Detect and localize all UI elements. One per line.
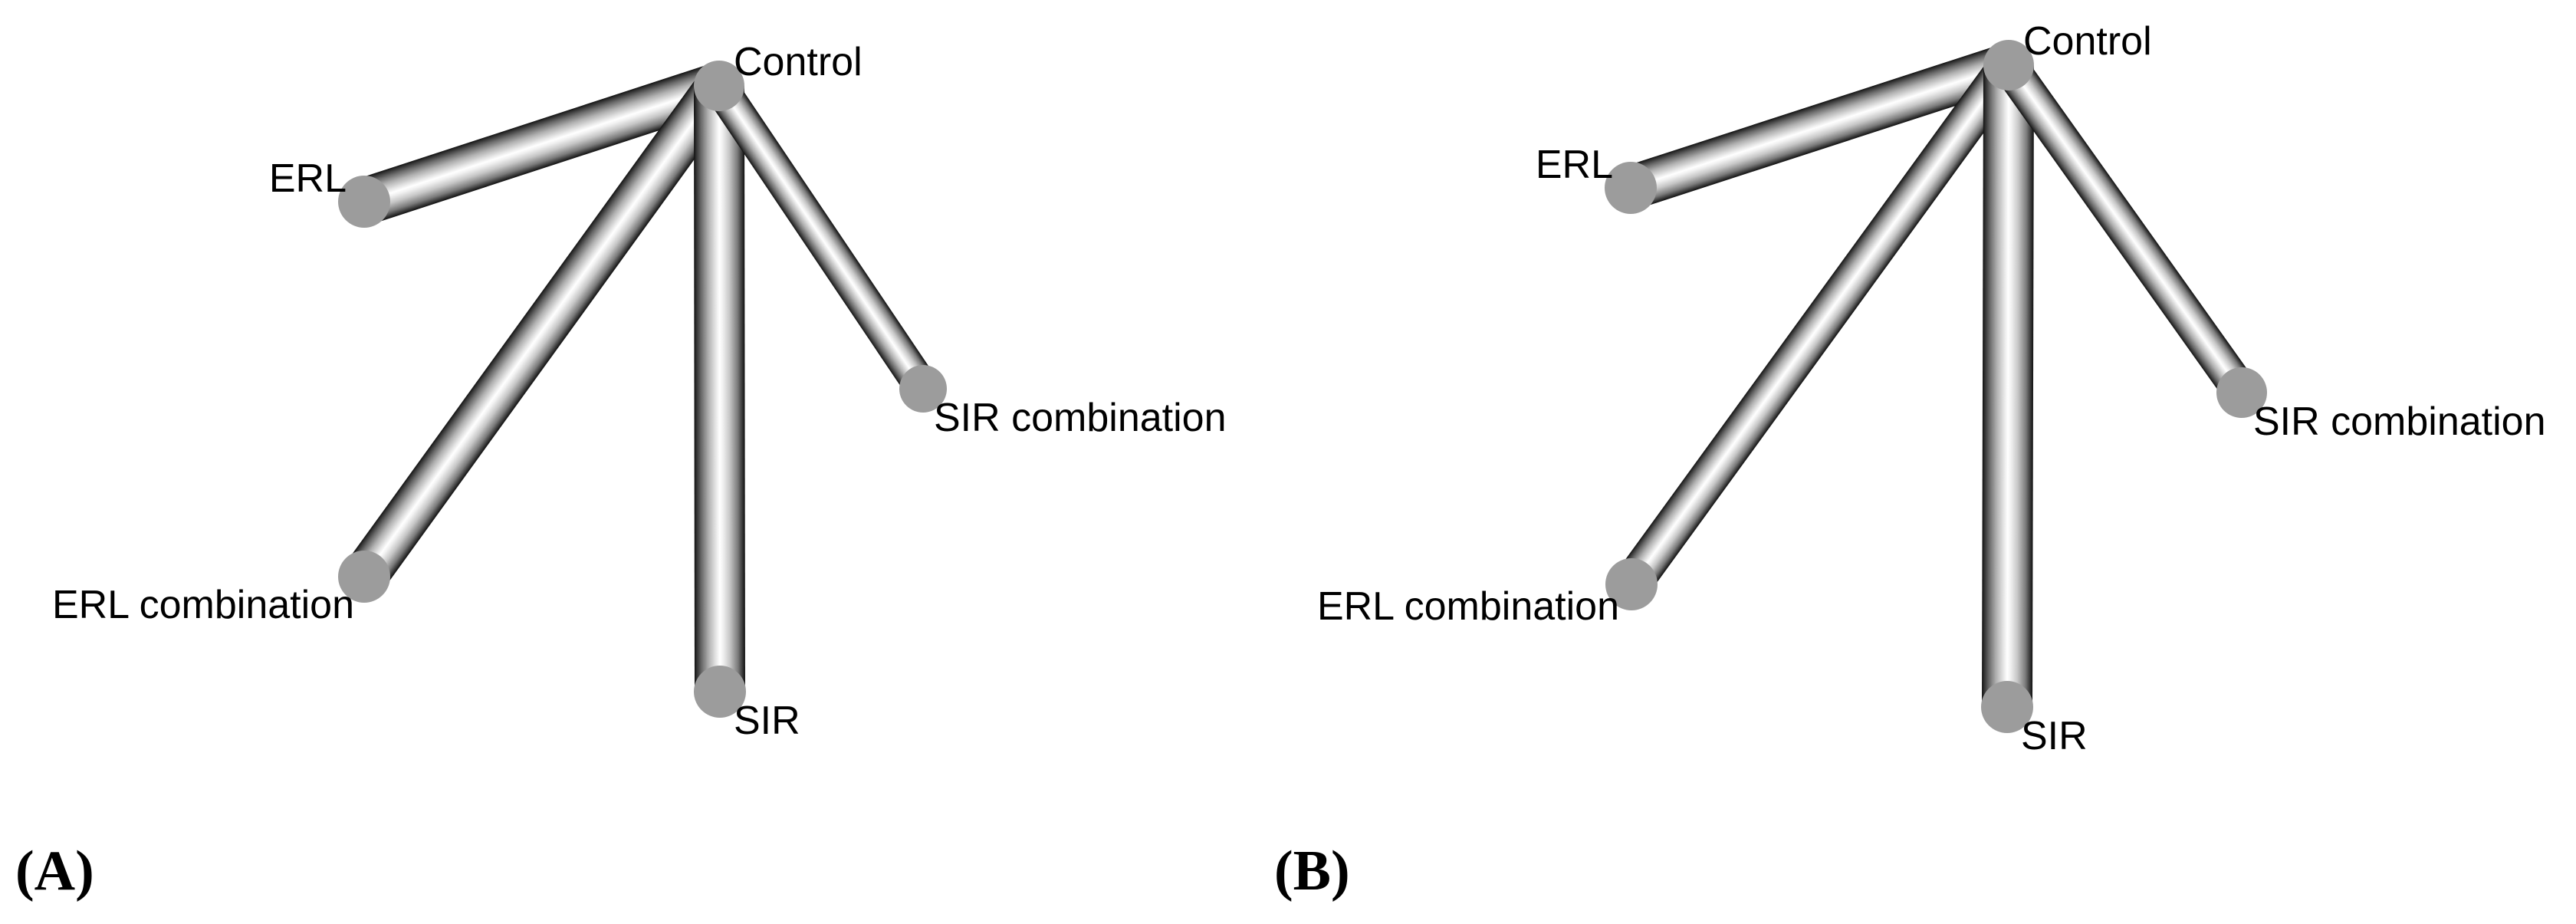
edge-control-sir-combination	[705, 76, 938, 399]
node-sir	[1981, 681, 2033, 733]
node-sir-combination	[899, 365, 947, 413]
node-label-control: Control	[2023, 19, 2152, 64]
node-erl-combination	[338, 551, 390, 603]
node-control	[694, 61, 744, 111]
node-sir	[694, 666, 746, 718]
edge-control-erl	[356, 63, 727, 225]
edge-control-sir	[1982, 64, 2034, 708]
edge-control-erl-combination	[345, 72, 738, 590]
node-label-control: Control	[734, 40, 863, 84]
edge-control-erl	[1624, 44, 2016, 209]
node-label-erl: ERL	[269, 156, 347, 201]
panel-a-caption: (A)	[15, 840, 94, 903]
node-label-sir-combination: SIR combination	[2253, 400, 2546, 444]
node-label-sir: SIR	[734, 699, 800, 743]
node-label-erl-combination: ERL combination	[1317, 584, 1619, 629]
edge-control-erl-combination	[1615, 54, 2025, 596]
node-label-erl: ERL	[1536, 143, 1613, 187]
panel-b-caption: (B)	[1274, 840, 1350, 903]
node-control	[1983, 40, 2034, 90]
node-erl	[338, 176, 390, 228]
node-erl	[1605, 162, 1657, 214]
node-label-erl-combination: ERL combination	[52, 583, 354, 627]
node-label-sir-combination: SIR combination	[934, 396, 1227, 440]
node-erl-combination	[1605, 558, 1658, 610]
edge-control-sir-combination	[1993, 54, 2257, 403]
node-label-sir: SIR	[2021, 714, 2088, 758]
node-sir-combination	[2216, 367, 2267, 418]
edge-control-sir	[694, 85, 745, 692]
